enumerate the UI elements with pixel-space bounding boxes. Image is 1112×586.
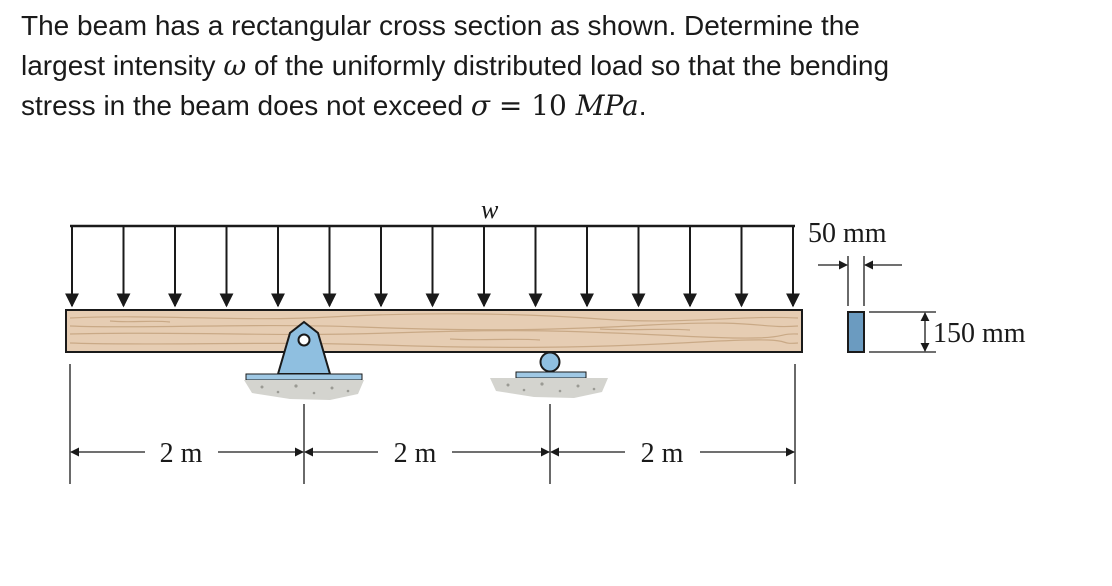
- span-label-3: 2 m: [641, 438, 684, 469]
- pin-base-plate: [245, 373, 363, 381]
- problem-line-1: The beam has a rectangular cross section…: [21, 10, 860, 41]
- wood-grain: [69, 313, 799, 348]
- beam: [65, 309, 803, 353]
- roller-icon: [539, 351, 561, 373]
- sigma-symbol: σ: [470, 89, 490, 122]
- problem-line-2-start: largest intensity: [21, 50, 224, 81]
- span-dimensions: [69, 364, 796, 484]
- problem-line-3-start: stress in the beam does not exceed: [21, 90, 471, 121]
- span-label-1: 2 m: [160, 438, 203, 469]
- distributed-load: w: [65, 195, 800, 308]
- roller-support: [490, 351, 608, 398]
- stress-unit: MPa: [575, 89, 639, 122]
- load-label: w: [481, 195, 499, 224]
- span-label-2: 2 m: [394, 438, 437, 469]
- cross-section: 50 mm 150 mm: [808, 218, 1026, 353]
- omega-symbol: ω: [223, 49, 247, 82]
- roller-ground: [490, 378, 608, 398]
- cross-section-rect: [847, 311, 865, 353]
- stress-value: = 10: [489, 89, 576, 122]
- roller-ground-dots: [506, 382, 596, 393]
- problem-line-3: stress in the beam does not exceed σ = 1…: [21, 86, 1101, 126]
- section-height-label: 150 mm: [933, 318, 1026, 349]
- pin-icon: [297, 333, 311, 347]
- problem-line-3-period: .: [638, 90, 647, 121]
- load-arrows: [65, 226, 800, 308]
- roller-base-plate: [515, 371, 587, 379]
- beam-body: [65, 309, 803, 353]
- problem-line-2: largest intensity ω of the uniformly dis…: [21, 46, 1101, 86]
- pin-support: [244, 320, 364, 400]
- pin-ground-dots: [260, 384, 350, 395]
- problem-statement: The beam has a rectangular cross section…: [21, 6, 1101, 126]
- section-width-label: 50 mm: [808, 218, 887, 249]
- pin-ground: [244, 380, 364, 400]
- problem-line-2-end: of the uniformly distributed load so tha…: [246, 50, 890, 81]
